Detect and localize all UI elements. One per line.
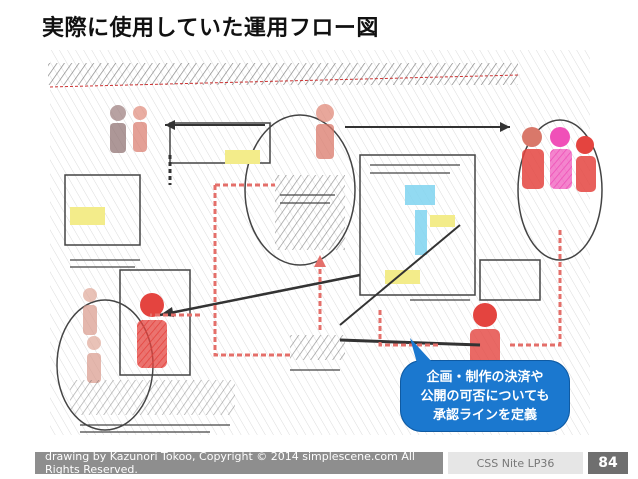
footer-credit: drawing by Kazunori Tokoo, Copyright © 2… bbox=[35, 450, 443, 476]
page-number: 84 bbox=[588, 452, 628, 474]
red-flow-arrow bbox=[510, 230, 562, 347]
highlight-note bbox=[430, 215, 455, 227]
sketch-box bbox=[479, 259, 541, 301]
sketch-box bbox=[290, 335, 345, 360]
callout-line: 企画・制作の決済や bbox=[426, 369, 544, 385]
person-icon bbox=[133, 106, 147, 152]
person-icon bbox=[576, 136, 596, 192]
highlight-cyan bbox=[415, 210, 427, 255]
person-icon bbox=[83, 288, 97, 335]
footer: drawing by Kazunori Tokoo, Copyright © 2… bbox=[0, 450, 638, 479]
sketch-box bbox=[359, 154, 476, 296]
person-icon bbox=[470, 303, 500, 367]
person-icon bbox=[137, 293, 167, 368]
highlight-note bbox=[225, 150, 260, 164]
red-flow-arrow bbox=[378, 310, 440, 347]
highlight-note bbox=[70, 207, 105, 225]
person-icon bbox=[87, 336, 101, 383]
red-flow-arrow bbox=[213, 185, 290, 357]
sketch-header-band bbox=[48, 63, 518, 85]
footer-event: CSS Nite LP36 bbox=[448, 452, 583, 474]
slide-title: 実際に使用していた運用フロー図 bbox=[42, 16, 379, 41]
callout-bubble: 企画・制作の決済や 公開の可否についても 承認ラインを定義 bbox=[400, 360, 570, 432]
role-box bbox=[119, 269, 191, 376]
sketch-box bbox=[70, 380, 235, 415]
sketch-oval-right bbox=[517, 119, 603, 261]
person-icon bbox=[316, 104, 334, 159]
person-icon bbox=[110, 105, 126, 153]
sketch-box bbox=[275, 175, 345, 250]
person-icon bbox=[550, 127, 572, 189]
highlight-cyan bbox=[405, 185, 435, 205]
callout-line: 承認ラインを定義 bbox=[432, 407, 537, 423]
workflow-sketch bbox=[48, 50, 603, 435]
sketch-box bbox=[169, 122, 271, 164]
callout-line: 公開の可否についても bbox=[420, 388, 550, 404]
sketch-oval-center bbox=[244, 114, 356, 266]
callout-tail bbox=[410, 338, 433, 363]
sketch-box bbox=[64, 174, 141, 246]
person-icon bbox=[522, 127, 544, 189]
